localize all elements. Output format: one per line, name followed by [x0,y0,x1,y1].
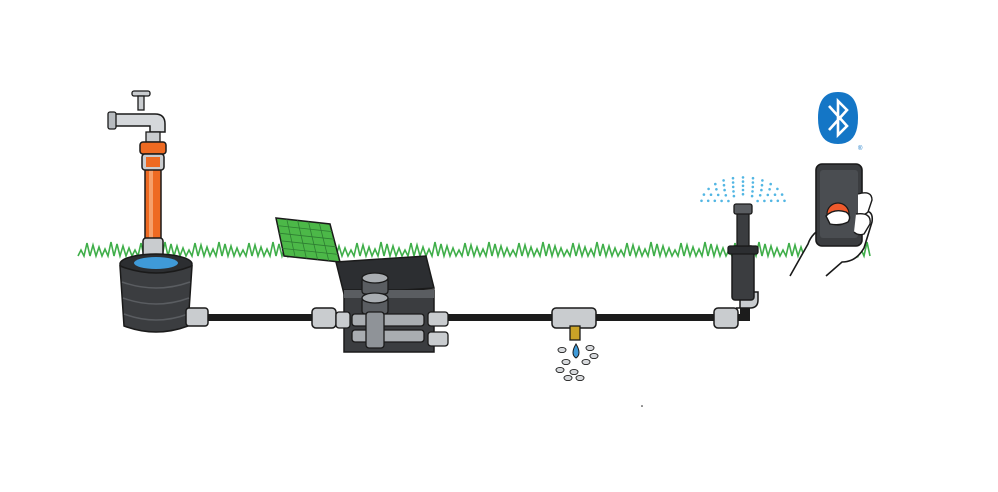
spray-droplet [783,199,786,203]
valve-box [275,217,449,353]
pipe-coupling-left [311,307,337,329]
lid-grid-line [286,219,296,258]
spray-droplet [709,193,713,196]
main-pipe [190,268,750,321]
spray-droplet [750,194,754,198]
lid-grid-line [308,221,318,260]
spray-droplet [756,199,759,203]
spray-droplet [706,199,710,203]
lid-grid-line [282,248,339,255]
spray-droplet [751,185,755,189]
lid-grid-line [277,225,333,232]
gravel-stone [589,352,599,360]
spray-droplet [707,187,710,191]
spray-droplet [776,199,780,203]
lid-grid-line [318,222,330,261]
spray-droplet [700,199,703,203]
spray-droplet [722,183,726,187]
gravel-stone [585,344,595,352]
lid-grid-line [280,240,337,248]
spray-droplet [741,192,745,196]
spray-droplet [715,188,718,191]
bluetooth-icon: ® [818,92,863,152]
spray-droplet [773,193,777,196]
gravel-stone [557,346,567,354]
spray-droplet [722,179,725,182]
spray-droplet [731,181,735,184]
spray-droplet [763,199,766,203]
hose-connector [139,141,167,171]
spray-droplet [760,183,764,187]
spray-droplet [766,193,770,197]
gravel-stone [575,374,585,382]
gravel-stone [569,368,579,376]
water-connection-box [119,253,209,333]
spray-droplet [724,194,728,197]
spray-droplet [761,179,764,182]
spray-droplet [768,188,771,191]
gravel-stone [555,366,565,374]
spray-droplet [716,193,720,197]
gravel-stone [563,374,573,382]
lid-grid-line [279,232,335,240]
spray-droplet [780,193,784,196]
spray-droplet [769,182,772,186]
spray-droplet [731,176,735,180]
spray-droplet [732,194,736,198]
spray-droplet [741,176,745,179]
spray-droplet [723,188,726,192]
spray-droplet [751,190,754,193]
gravel-stone [581,358,591,366]
spray-droplet [702,193,706,196]
spray-droplet [731,185,735,189]
spray-droplet [741,180,745,183]
spray-droplet [760,188,763,192]
valve-box-lid [275,217,342,263]
spray-droplet [776,187,779,191]
spray-droplet [741,188,745,192]
spray-droplet [713,199,717,203]
spray-droplet [751,181,755,184]
spray-droplet [732,190,735,193]
stray-dot [641,405,643,407]
spray-droplet [714,182,717,186]
lid-grid-line [297,220,307,259]
water-tap-icon [107,90,166,143]
hand-fingers [825,192,873,236]
spray-droplet [769,199,773,203]
spray-droplet [758,194,762,197]
registered-mark: ® [858,145,863,152]
supply-hose [142,167,164,261]
spray-droplet [727,199,730,203]
pop-up-sprinkler [700,176,786,301]
gravel-stone [561,358,571,366]
drain-fitting [551,307,599,382]
spray-droplet [720,199,723,203]
spray-droplet [751,176,755,180]
spray-droplet [741,184,745,188]
